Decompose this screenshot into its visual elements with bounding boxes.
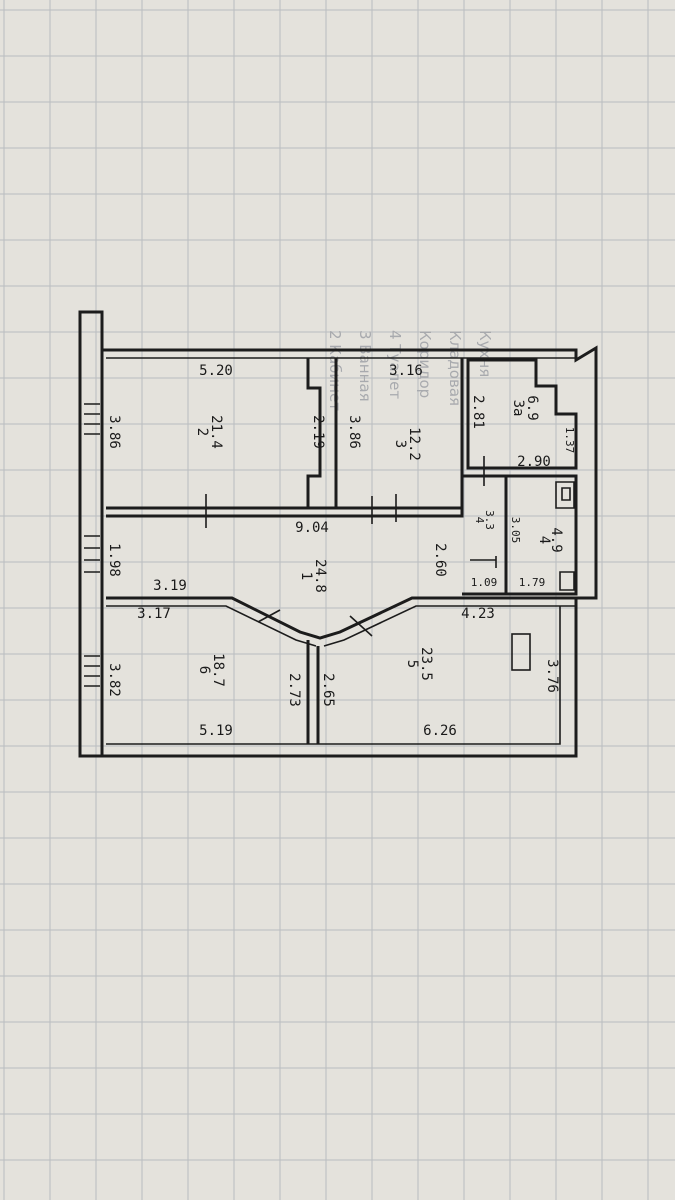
room-4b-area: 3.3	[483, 510, 496, 530]
corridor-bottom-wall	[106, 596, 576, 640]
wet-block-walls	[462, 474, 578, 596]
dim-room-3a-depth: 2.81	[470, 395, 486, 429]
dim-room-3a-step: 1.37	[563, 427, 576, 454]
dim-room-5-depth: 3.76	[544, 659, 560, 693]
dim-room-3-width: 3.16	[389, 363, 423, 379]
room-labels: 2 21.4 3 12.2 3a 6.9 1 24.8 4 4.9 4 3.3 …	[194, 395, 564, 687]
dim-room-3a-width: 2.90	[517, 454, 551, 470]
room-5-number: 5	[404, 660, 420, 668]
kitchen-stove	[511, 633, 531, 671]
room-2-right-wall	[306, 358, 322, 508]
room-6-number: 6	[196, 666, 212, 674]
dim-room-2-niche: 2.19	[310, 415, 326, 449]
window-room-2	[84, 403, 100, 435]
window-corridor	[84, 535, 100, 573]
dim-room-5-top: 4.23	[461, 606, 495, 622]
dim-room-6-top: 3.17	[137, 606, 171, 622]
ghost-text-4: Коридор	[416, 330, 434, 398]
inner-bottom-wall	[106, 606, 561, 745]
dim-room-4b-width: 1.09	[471, 576, 498, 589]
dim-room-6-right: 2.73	[286, 673, 302, 707]
sink-fixture	[559, 571, 575, 591]
corridor-bottom-inner-left	[106, 605, 317, 647]
room-4-area: 4.9	[548, 527, 564, 552]
room-3a-number: 3a	[510, 400, 526, 417]
room-6-area: 18.7	[210, 653, 226, 687]
room-2-number: 2	[194, 428, 210, 436]
room-5-area: 23.5	[418, 647, 434, 681]
window-room-6	[84, 655, 100, 687]
door-marks-top	[205, 494, 397, 528]
room-1-number: 1	[298, 572, 314, 580]
room-1-area: 24.8	[312, 559, 328, 593]
dim-room-3-depth: 3.86	[346, 415, 362, 449]
dim-corridor-right: 2.60	[432, 543, 448, 577]
dim-corridor-left: 3.19	[153, 578, 187, 594]
outer-perimeter-wall	[102, 345, 598, 758]
toilet-fixture	[555, 481, 575, 509]
dim-corridor-depth: 1.98	[106, 543, 122, 577]
dimension-labels: 5.20 3.16 2.90 1.37 3.86 2.19 3.86 2.81 …	[106, 363, 576, 739]
corridor-top-wall	[106, 506, 464, 518]
dim-room-4-depth: 3.05	[509, 517, 522, 544]
door-marks-wet	[470, 456, 497, 568]
ghost-text-2: 3 Ванная	[356, 330, 374, 402]
walls	[78, 310, 598, 758]
room-3-number: 3	[392, 440, 408, 448]
room-3a-walls	[466, 358, 578, 470]
ghost-text-3: 4 Туалет	[386, 330, 404, 399]
dim-room-5-width: 6.26	[423, 723, 457, 739]
dim-corridor-length: 9.04	[295, 520, 329, 536]
dim-room-4-width: 1.79	[519, 576, 546, 589]
dim-room-6-width: 5.19	[199, 723, 233, 739]
dim-room-5-left: 2.65	[320, 673, 336, 707]
room-4b-number: 4	[473, 517, 486, 524]
room-3a-area: 6.9	[524, 395, 540, 420]
corridor-bottom-inner-right	[323, 605, 576, 647]
dim-room-2-width: 5.20	[199, 363, 233, 379]
door-marks-bottom	[257, 609, 373, 637]
room-4-number: 4	[536, 536, 552, 544]
ghost-text-6: Кухня	[476, 330, 494, 377]
room-3-area: 12.2	[406, 427, 422, 461]
room-2-area: 21.4	[208, 415, 224, 449]
dim-room-2-depth: 3.86	[106, 415, 122, 449]
dim-room-6-depth: 3.82	[106, 663, 122, 697]
